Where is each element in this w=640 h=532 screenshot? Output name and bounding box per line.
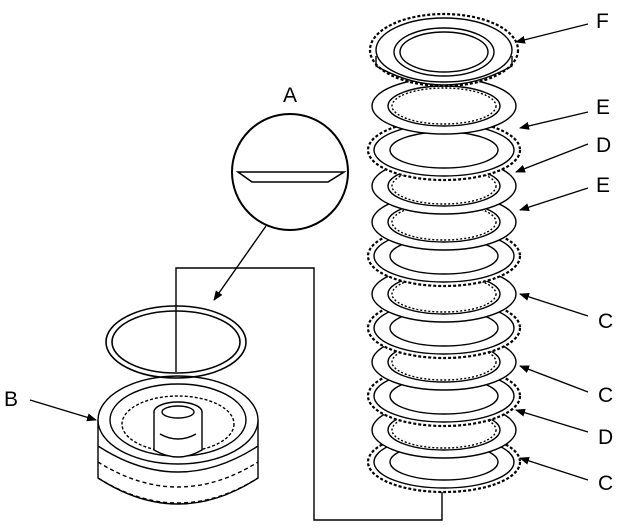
- leader-c-lower: [519, 456, 589, 481]
- callout-f: F: [596, 10, 609, 33]
- callout-labels: A B F E D E C C D C: [4, 10, 613, 495]
- leader-c-upper: [519, 292, 589, 317]
- detail-view-a: [231, 113, 349, 231]
- leader-lines: [29, 23, 589, 521]
- callout-d-upper: D: [596, 134, 611, 157]
- leader-a: [213, 225, 267, 301]
- callout-a: A: [283, 84, 297, 107]
- callout-c-middle: C: [598, 384, 613, 407]
- leader-d-upper: [515, 143, 589, 173]
- end-plate-f: [368, 12, 520, 88]
- clutch-pack-stack: [366, 12, 522, 494]
- leader-c-middle: [519, 365, 589, 393]
- callout-b: B: [4, 388, 18, 411]
- callout-d-lower: D: [598, 426, 613, 449]
- clutch-plate-e-upper: [366, 118, 522, 182]
- steel-plate-below-f: [371, 77, 517, 135]
- snap-ring-cross-section: [235, 171, 347, 183]
- leader-b: [29, 399, 97, 422]
- leader-e-upper: [519, 111, 589, 130]
- leader-d-lower: [515, 408, 589, 433]
- callout-e-lower: E: [596, 174, 610, 197]
- clutch-drum-assembly: [97, 375, 259, 505]
- leader-bracket: [175, 267, 443, 521]
- callout-c-lower: C: [598, 472, 613, 495]
- callout-c-upper: C: [598, 310, 613, 333]
- leader-f: [515, 23, 589, 44]
- leader-e-lower: [519, 187, 589, 212]
- callout-e-upper: E: [596, 96, 610, 119]
